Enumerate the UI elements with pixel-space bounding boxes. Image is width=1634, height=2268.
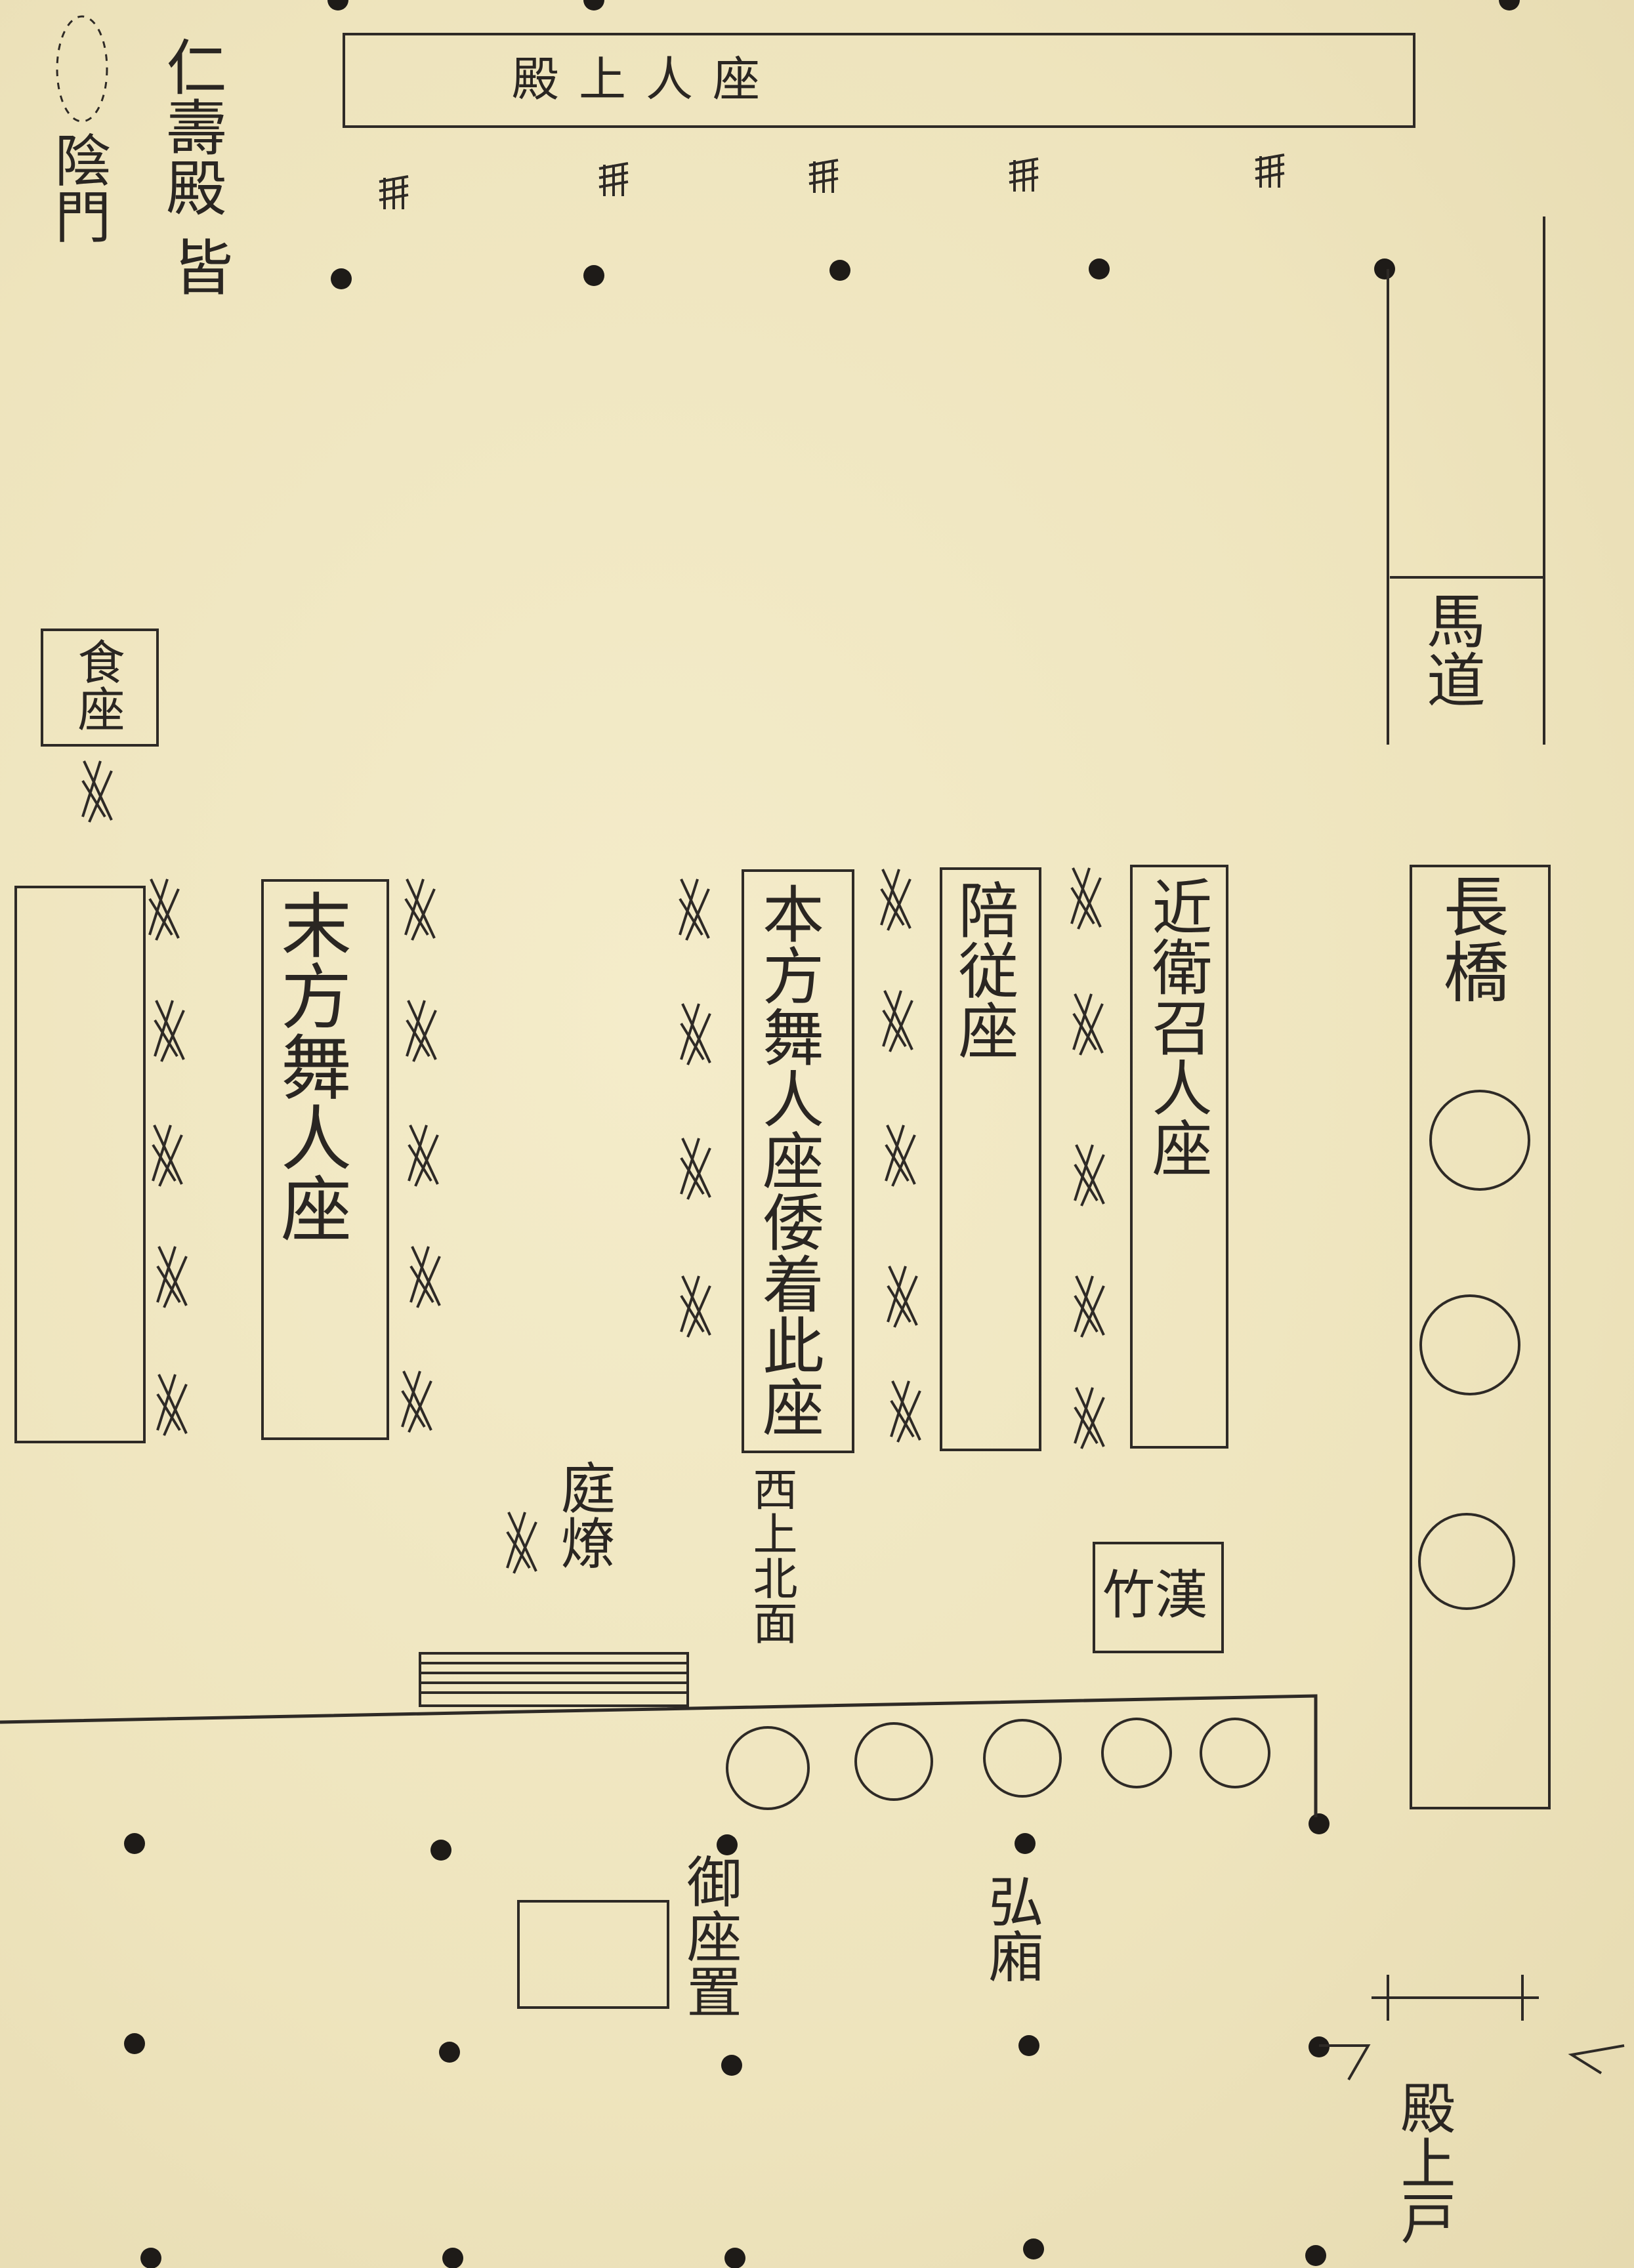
round-seat-icon <box>1101 1718 1172 1788</box>
uma-michi-label: 馬道 <box>1416 590 1485 709</box>
pillar-dot-icon <box>721 2055 742 2076</box>
seat-orientation-label: 西上北面 <box>745 1466 797 1645</box>
seat-marker-icon <box>152 1124 183 1187</box>
door-marker-icon <box>1319 1975 1625 2080</box>
seat-marker-icon <box>1074 1144 1105 1206</box>
pillar-dot-icon <box>724 2248 745 2268</box>
round-seat-icon <box>726 1726 810 1810</box>
pillar-dot-icon <box>583 0 604 10</box>
motokata-seat-box <box>742 869 854 1453</box>
kawatake-box <box>1093 1542 1224 1653</box>
pillar-dot-icon <box>1089 258 1110 279</box>
seat-marker-icon <box>154 1000 185 1062</box>
pillar-dot-icon <box>327 0 348 10</box>
seat-marker-icon <box>408 1124 439 1187</box>
pillar-dot-icon <box>1023 2238 1044 2259</box>
nagahashi-box <box>1410 865 1551 1809</box>
round-seat-icon <box>1200 1718 1270 1788</box>
gate-dashed-outline <box>56 15 108 123</box>
seat-marker-icon <box>887 1266 918 1328</box>
konoe-seat-box <box>1130 865 1228 1449</box>
food-seat-box <box>41 629 159 747</box>
baiju-seat-box <box>940 867 1041 1451</box>
pillar-dot-icon <box>430 1840 451 1861</box>
seat-marker-icon <box>156 1374 188 1436</box>
pillar-dot-icon <box>1309 1813 1330 1834</box>
seat-marker-icon <box>679 878 710 941</box>
seat-marker-icon <box>680 1275 711 1338</box>
pillar-dot-icon <box>1305 2245 1326 2266</box>
seat-marker-icon <box>882 990 913 1052</box>
building-edge-line <box>0 1694 1318 1817</box>
seat-marker-icon <box>1070 867 1102 930</box>
pillar-dot-icon <box>124 1833 145 1854</box>
seat-marker-icon <box>808 159 839 193</box>
top-seat-label: 殿上人座 <box>512 52 780 107</box>
gyoza-label: 御座置 <box>678 1853 742 2019</box>
seat-marker-icon <box>680 1138 711 1200</box>
hisashi-label: 弘廂 <box>980 1873 1044 1983</box>
pillar-dot-icon <box>124 2033 145 2054</box>
pillar-dot-icon <box>140 2248 161 2268</box>
seat-marker-icon <box>598 162 629 196</box>
round-seat-icon <box>1418 1513 1515 1610</box>
top-seat-box <box>343 33 1415 128</box>
pillar-dot-icon <box>331 268 352 289</box>
pillar-dot-icon <box>829 260 850 281</box>
seat-marker-icon <box>401 1371 432 1433</box>
seat-marker-icon <box>409 1246 441 1308</box>
konoe-seat-label: 近衛召人座 <box>1142 876 1212 1178</box>
pillar-dot-icon <box>1015 1833 1036 1854</box>
baiju-seat-label: 陪従座 <box>948 879 1018 1060</box>
gyoza-box <box>517 1900 669 2009</box>
round-seat-icon <box>983 1719 1062 1798</box>
seat-marker-icon <box>880 869 911 931</box>
food-seat-label: 食座 <box>70 638 125 732</box>
seat-marker-icon <box>148 878 180 941</box>
round-seat-icon <box>1419 1294 1520 1395</box>
seat-marker-icon <box>1009 157 1039 192</box>
seat-marker-icon <box>1074 1275 1105 1338</box>
left-empty-seat-box <box>14 886 146 1443</box>
niwabi-label: 庭燎 <box>552 1460 616 1570</box>
seat-marker-icon <box>406 1000 437 1062</box>
seat-marker-icon <box>404 878 436 941</box>
suekata-seat-box <box>261 879 389 1440</box>
hall-suffix-label: 皆 <box>163 236 233 297</box>
pillar-dot-icon <box>442 2248 463 2268</box>
tenjo-door-label: 殿上戸 <box>1392 2080 1456 2245</box>
seat-marker-icon <box>156 1246 188 1308</box>
suekata-seat-label: 末方舞人座 <box>269 889 351 1243</box>
seat-marker-icon <box>890 1380 921 1443</box>
seat-marker-icon <box>885 1124 916 1187</box>
seat-marker-icon <box>1074 1387 1105 1449</box>
motokata-seat-label: 本方舞人座倭着此座 <box>752 882 824 1437</box>
round-seat-icon <box>1429 1090 1530 1191</box>
seat-marker-icon <box>680 1003 711 1065</box>
pillar-dot-icon <box>1018 2035 1039 2056</box>
round-seat-icon <box>854 1722 933 1801</box>
hall-label: 仁壽殿 <box>156 36 226 217</box>
pillar-dot-icon <box>1374 258 1395 279</box>
stairs-icon <box>419 1652 689 1707</box>
west-gate-label: 陰門 <box>45 131 110 244</box>
pillar-dot-icon <box>583 265 604 286</box>
kawatake-label: 竹漢 <box>1102 1565 1207 1626</box>
seat-marker-icon <box>1072 993 1104 1056</box>
seat-marker-icon <box>379 175 409 209</box>
pillar-dot-icon <box>439 2042 460 2063</box>
seat-marker-icon <box>1255 154 1285 188</box>
seat-marker-icon <box>506 1512 537 1574</box>
nagahashi-label: 長橋 <box>1432 873 1509 1004</box>
pillar-dot-icon <box>1499 0 1520 10</box>
seat-marker-icon <box>81 760 113 823</box>
pillar-dot-icon <box>717 1834 738 1855</box>
